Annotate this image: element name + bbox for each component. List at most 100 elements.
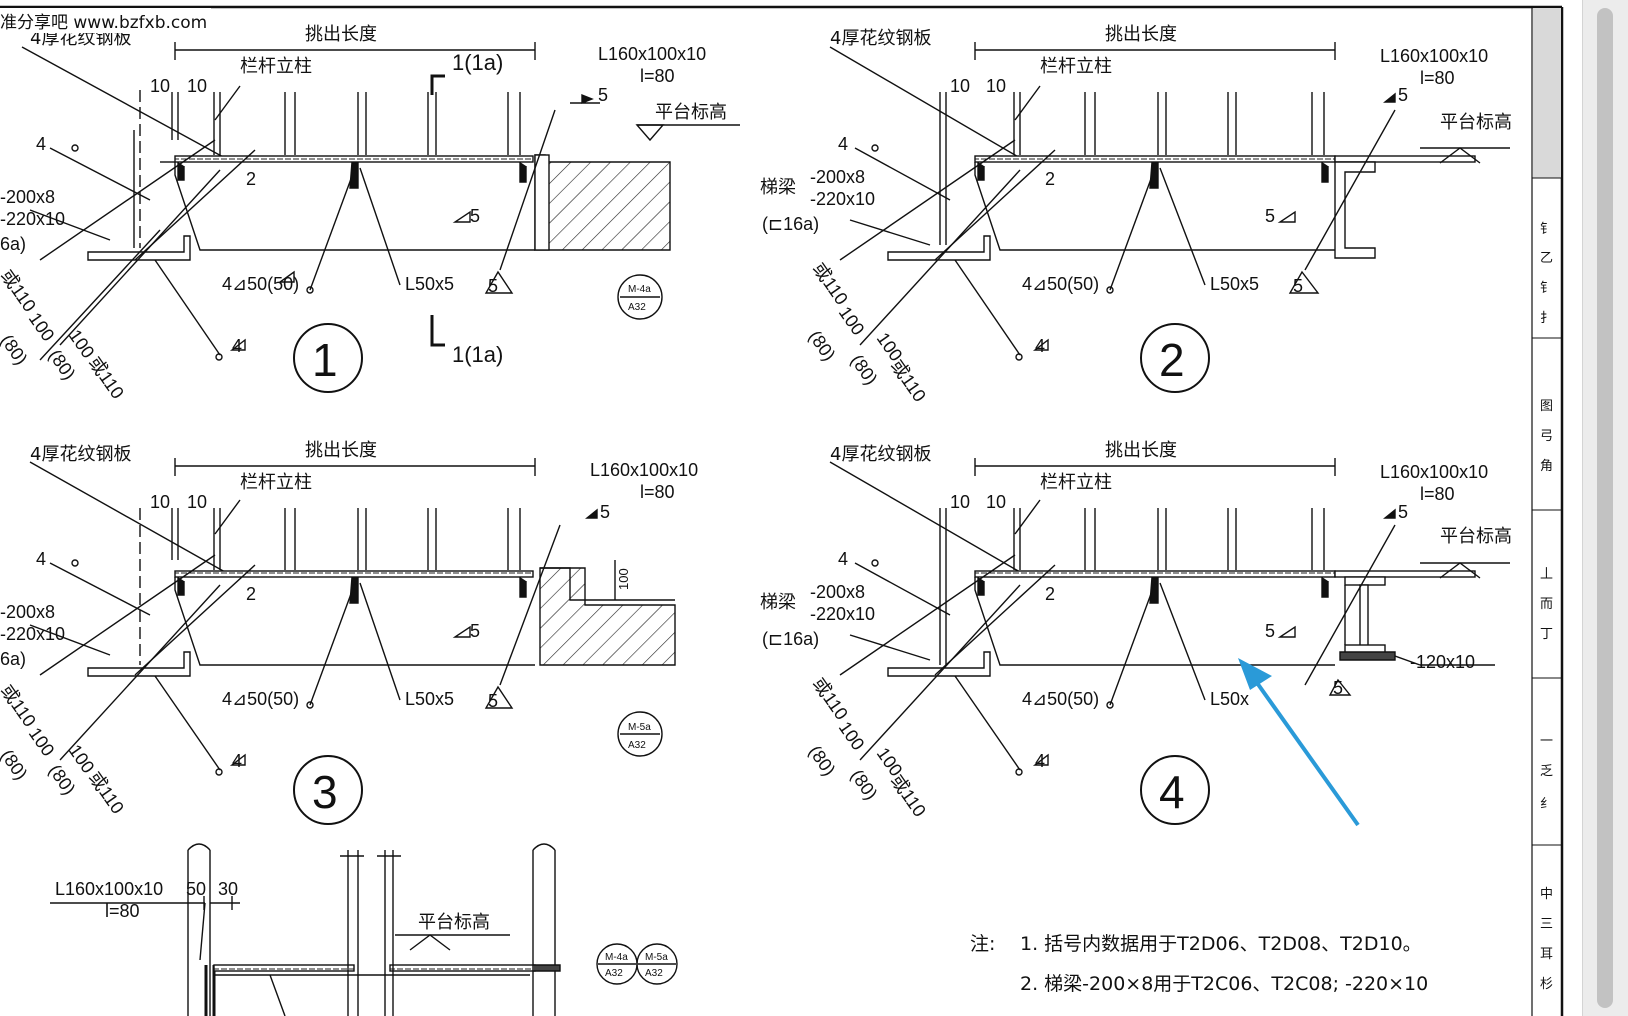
annotation-arrow: [1238, 658, 1360, 827]
svg-text:栏杆立柱: 栏杆立柱: [240, 472, 312, 493]
svg-text:A32: A32: [645, 968, 663, 979]
svg-text:5: 5: [1293, 276, 1303, 296]
svg-text:10: 10: [187, 492, 207, 512]
svg-text:L160x100x10: L160x100x10: [1380, 462, 1488, 482]
svg-text:10: 10: [950, 492, 970, 512]
svg-text:或110: 或110: [85, 768, 128, 818]
svg-text:4⊿50(50): 4⊿50(50): [222, 274, 299, 294]
svg-text:或110: 或110: [887, 771, 930, 821]
svg-text:4⊿50(50): 4⊿50(50): [1022, 689, 1099, 709]
svg-text:l=80: l=80: [105, 901, 140, 921]
svg-text:或110: 或110: [0, 681, 40, 731]
detail-number-1: 1: [312, 334, 338, 386]
svg-text:4: 4: [1035, 751, 1045, 771]
svg-text:5: 5: [1265, 621, 1275, 641]
svg-text:5: 5: [488, 276, 498, 296]
svg-text:杉: 杉: [1540, 977, 1553, 992]
detail-number-2: 2: [1159, 334, 1185, 386]
note-1: 1. 括号内数据用于T2D06、T2D08、T2D10。: [1020, 933, 1422, 955]
svg-text:梯梁: 梯梁: [760, 592, 796, 613]
scrollbar-thumb[interactable]: [1597, 8, 1613, 1008]
svg-text:(80): (80): [0, 331, 31, 369]
svg-text:L50x5: L50x5: [405, 274, 454, 294]
svg-text:三: 三: [1540, 917, 1553, 932]
svg-text:5: 5: [600, 502, 610, 522]
svg-text:6a): 6a): [0, 234, 26, 254]
svg-text:100: 100: [25, 724, 59, 760]
svg-text:挑出长度: 挑出长度: [305, 440, 377, 461]
svg-text:4⊿50(50): 4⊿50(50): [222, 689, 299, 709]
svg-text:或110: 或110: [809, 259, 852, 309]
detail-4-labels: 4厚花纹钢板 挑出长度 栏杆立柱 L160x100x10 l=80 平台标高 梯…: [760, 440, 1512, 825]
svg-text:M-5a: M-5a: [628, 722, 651, 733]
svg-text:50: 50: [186, 879, 206, 899]
svg-text:4: 4: [232, 336, 242, 356]
svg-text:A32: A32: [628, 740, 646, 751]
svg-text:2: 2: [246, 584, 256, 604]
note-2: 2. 梯梁-200×8用于T2C06、T2C08; -220×10: [1020, 973, 1428, 995]
svg-text:1(1a): 1(1a): [452, 50, 503, 75]
svg-text:10: 10: [986, 492, 1006, 512]
svg-text:4⊿50(50): 4⊿50(50): [1022, 274, 1099, 294]
svg-text:4: 4: [838, 549, 848, 569]
watermark-text: 准分享吧 www.bzfxb.com: [0, 8, 212, 33]
svg-text:(⊏16a): (⊏16a): [762, 629, 819, 649]
svg-text:图: 图: [1540, 399, 1553, 414]
svg-text:丄: 丄: [1540, 567, 1553, 582]
svg-text:M-5a: M-5a: [645, 952, 668, 963]
svg-text:10: 10: [986, 76, 1006, 96]
svg-text:纟: 纟: [1540, 797, 1553, 812]
svg-text:L50x5: L50x5: [1210, 274, 1259, 294]
detail-5-partial: [50, 843, 678, 1016]
svg-text:5: 5: [470, 621, 480, 641]
svg-text:10: 10: [950, 76, 970, 96]
svg-text:丁: 丁: [1540, 627, 1553, 642]
svg-text:挑出长度: 挑出长度: [305, 24, 377, 45]
svg-text:4: 4: [1035, 336, 1045, 356]
notes-prefix: 注:: [970, 933, 995, 955]
detail-number-3: 3: [312, 766, 338, 818]
svg-text:-220x10: -220x10: [810, 604, 875, 624]
svg-text:10: 10: [150, 76, 170, 96]
vertical-scrollbar[interactable]: [1582, 0, 1628, 1016]
svg-text:-200x8: -200x8: [810, 167, 865, 187]
svg-text:而: 而: [1540, 597, 1553, 612]
svg-text:30: 30: [218, 879, 238, 899]
svg-text:1(1a): 1(1a): [452, 342, 503, 367]
svg-text:(80): (80): [847, 351, 882, 389]
svg-text:平台标高: 平台标高: [1440, 112, 1512, 133]
svg-text:梯梁: 梯梁: [760, 177, 796, 198]
detail-4: [829, 458, 1510, 776]
svg-text:10: 10: [187, 76, 207, 96]
svg-text:A32: A32: [628, 302, 646, 313]
svg-text:L160x100x10: L160x100x10: [55, 879, 163, 899]
svg-text:4厚花纹钢板: 4厚花纹钢板: [830, 28, 931, 49]
svg-text:或110: 或110: [887, 356, 930, 406]
detail-number-4: 4: [1159, 766, 1185, 818]
svg-text:5: 5: [1398, 502, 1408, 522]
svg-text:5: 5: [1398, 85, 1408, 105]
svg-text:100: 100: [25, 309, 59, 345]
svg-text:L160x100x10: L160x100x10: [598, 44, 706, 64]
svg-text:4厚花纹钢板: 4厚花纹钢板: [830, 444, 931, 465]
svg-text:-220x10: -220x10: [810, 189, 875, 209]
svg-text:平台标高: 平台标高: [655, 102, 727, 123]
svg-text:扌: 扌: [1540, 311, 1553, 326]
svg-text:5: 5: [488, 691, 498, 711]
svg-text:M-4a: M-4a: [628, 284, 651, 295]
svg-text:4: 4: [36, 134, 46, 154]
svg-text:2: 2: [246, 169, 256, 189]
svg-text:2: 2: [1045, 584, 1055, 604]
svg-text:L50x: L50x: [1210, 689, 1249, 709]
svg-text:挑出长度: 挑出长度: [1105, 24, 1177, 45]
svg-text:角: 角: [1540, 459, 1553, 474]
svg-text:或110: 或110: [0, 266, 40, 316]
svg-text:乏: 乏: [1540, 764, 1553, 779]
svg-text:-220x10: -220x10: [0, 624, 65, 644]
svg-text:-200x8: -200x8: [0, 187, 55, 207]
svg-text:-200x8: -200x8: [810, 582, 865, 602]
svg-text:-200x8: -200x8: [0, 602, 55, 622]
svg-text:A32: A32: [605, 968, 623, 979]
svg-text:-120x10: -120x10: [1410, 652, 1475, 672]
svg-text:100: 100: [616, 568, 631, 590]
